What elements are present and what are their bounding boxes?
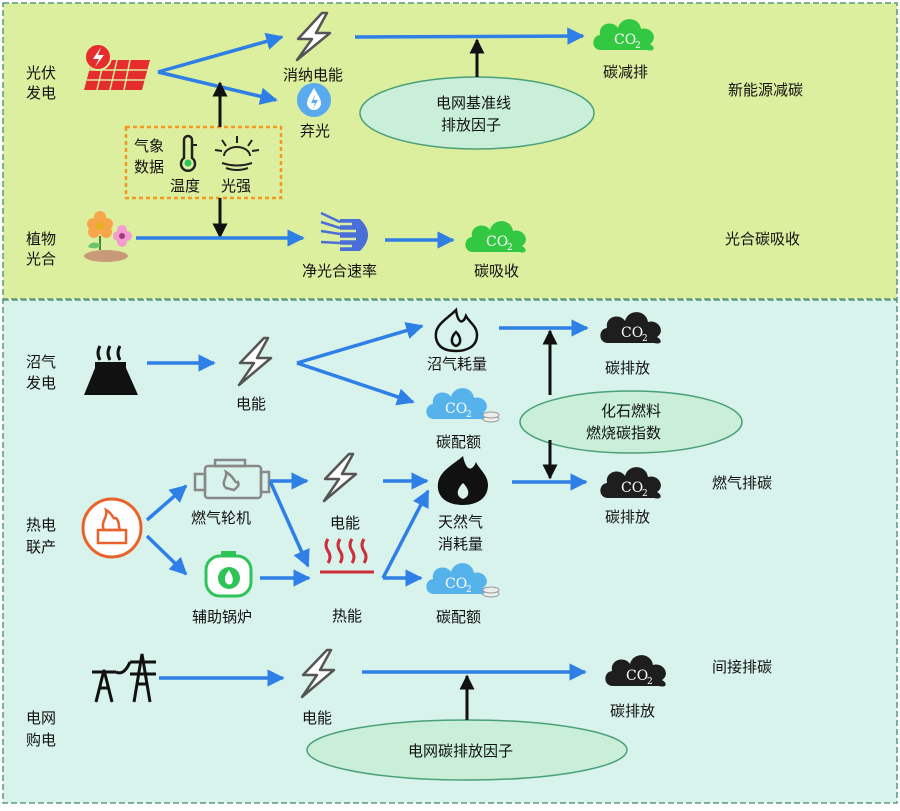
sun-irradiance-icon — [214, 136, 260, 171]
grid-baseline-1: 电网基准线 — [436, 94, 511, 112]
gas-flame-icon — [437, 456, 488, 505]
power-tower-icon — [92, 653, 156, 703]
fossil-index-ellipse — [519, 390, 743, 454]
biogas-use-label: 沼气耗量 — [427, 355, 487, 373]
plant-label-2: 光合 — [26, 250, 56, 268]
thermometer-icon — [179, 134, 197, 172]
emit3-label: 碳排放 — [610, 702, 655, 720]
lightning-icon-4 — [300, 648, 336, 699]
gas-turbine-icon — [193, 458, 271, 500]
carbon-quota-cloud-icon-2: CO 2 — [426, 563, 500, 598]
svg-text:CO: CO — [445, 401, 467, 417]
co2-reduction-cloud-icon: CO 2 — [593, 19, 654, 51]
svg-text:CO: CO — [445, 576, 467, 592]
svg-text:2: 2 — [635, 41, 641, 51]
reduction-label: 碳减排 — [603, 63, 648, 81]
arrow-consume-reduction — [354, 27, 585, 45]
svg-text:2: 2 — [466, 585, 472, 595]
grid-factor-label: 电网碳排放因子 — [408, 742, 513, 760]
elec3-label: 电能 — [302, 709, 332, 727]
arrow-turbine-heat — [268, 480, 310, 568]
arrow-heat-gasuse — [381, 489, 430, 579]
quota2-label: 碳配额 — [436, 608, 481, 626]
boiler-label: 辅助锅炉 — [192, 608, 252, 626]
co2-emission-cloud-icon: CO 2 — [600, 312, 661, 344]
weather-box — [124, 125, 283, 200]
gas-use-2: 消耗量 — [438, 535, 483, 553]
pv-label-1: 光伏 — [26, 64, 56, 82]
carbon-quota-cloud-icon: CO 2 — [426, 388, 500, 423]
quota1-label: 碳配额 — [436, 433, 481, 451]
svg-text:CO: CO — [626, 668, 648, 684]
biogas-tank-icon — [84, 345, 138, 395]
indirect-label: 间接排碳 — [712, 658, 772, 676]
lightning-icon — [295, 11, 332, 62]
elec2-label: 电能 — [330, 514, 360, 532]
weather-label-2: 数据 — [134, 158, 164, 176]
svg-text:CO: CO — [486, 234, 508, 250]
svg-text:CO: CO — [621, 325, 643, 341]
chp-fire-icon — [81, 497, 143, 559]
solar-panel-icon — [84, 43, 150, 91]
svg-text:CO: CO — [621, 480, 643, 496]
pv-label-2: 发电 — [26, 84, 56, 102]
grid-buy-label-2: 购电 — [26, 731, 56, 749]
lightning-icon-3 — [322, 452, 358, 503]
fossil-2: 燃烧碳指数 — [586, 424, 661, 442]
svg-text:2: 2 — [466, 410, 472, 420]
section-emission — [2, 299, 898, 804]
fossil-1: 化石燃料 — [601, 402, 661, 420]
section-new-energy — [2, 2, 898, 300]
flame-outline-icon — [434, 307, 479, 353]
chp-label-1: 热电 — [26, 516, 56, 534]
emit1-label: 碳排放 — [605, 359, 650, 377]
absorb-label: 碳吸收 — [474, 262, 519, 280]
chp-label-2: 联产 — [26, 538, 56, 556]
grid-baseline-ellipse — [359, 76, 595, 150]
weather-label-1: 气象 — [134, 137, 164, 155]
boiler-icon — [204, 551, 253, 598]
co2-emission-cloud-icon-2: CO 2 — [600, 467, 661, 499]
elec1-label: 电能 — [236, 395, 266, 413]
heat-waves-icon — [320, 538, 374, 574]
svg-text:CO: CO — [614, 32, 636, 48]
co2-absorb-cloud-icon: CO 2 — [465, 221, 526, 253]
new-energy-label: 新能源减碳 — [728, 81, 803, 99]
gas-emission-label: 燃气排碳 — [712, 474, 772, 492]
turbine-label: 燃气轮机 — [191, 509, 251, 527]
svg-text:2: 2 — [647, 677, 653, 687]
arrow-elec-biogasuse — [296, 322, 424, 365]
consume-label: 消纳电能 — [283, 66, 343, 84]
svg-text:2: 2 — [642, 489, 648, 499]
arrow-elec-quota — [296, 361, 415, 406]
arrow-chp-turbine — [145, 484, 188, 522]
heat-label: 热能 — [332, 607, 362, 625]
grid-buy-label-1: 电网 — [26, 709, 56, 727]
curtail-label: 弃光 — [300, 122, 330, 140]
flower-plant-icon — [84, 211, 132, 262]
photosynthesis-rate-icon — [320, 211, 368, 251]
svg-text:2: 2 — [507, 243, 513, 253]
grid-baseline-2: 排放因子 — [441, 116, 501, 134]
lightning-icon-2 — [237, 336, 273, 387]
biogas-label-2: 发电 — [26, 374, 56, 392]
svg-text:2: 2 — [642, 334, 648, 344]
net-rate-label: 净光合速率 — [302, 262, 377, 280]
photo-label: 光合碳吸收 — [725, 230, 800, 248]
arrow-pv-consume — [157, 32, 284, 74]
arrow-chp-boiler — [145, 534, 188, 576]
emit2-label: 碳排放 — [605, 508, 650, 526]
plant-label-1: 植物 — [26, 230, 56, 248]
temperature-label: 温度 — [170, 177, 200, 195]
irradiance-label: 光强 — [221, 177, 251, 195]
gas-use-1: 天然气 — [438, 513, 483, 531]
biogas-label-1: 沼气 — [26, 353, 56, 371]
curtail-drop-icon — [297, 83, 331, 117]
co2-emission-cloud-icon-3: CO 2 — [605, 655, 666, 687]
